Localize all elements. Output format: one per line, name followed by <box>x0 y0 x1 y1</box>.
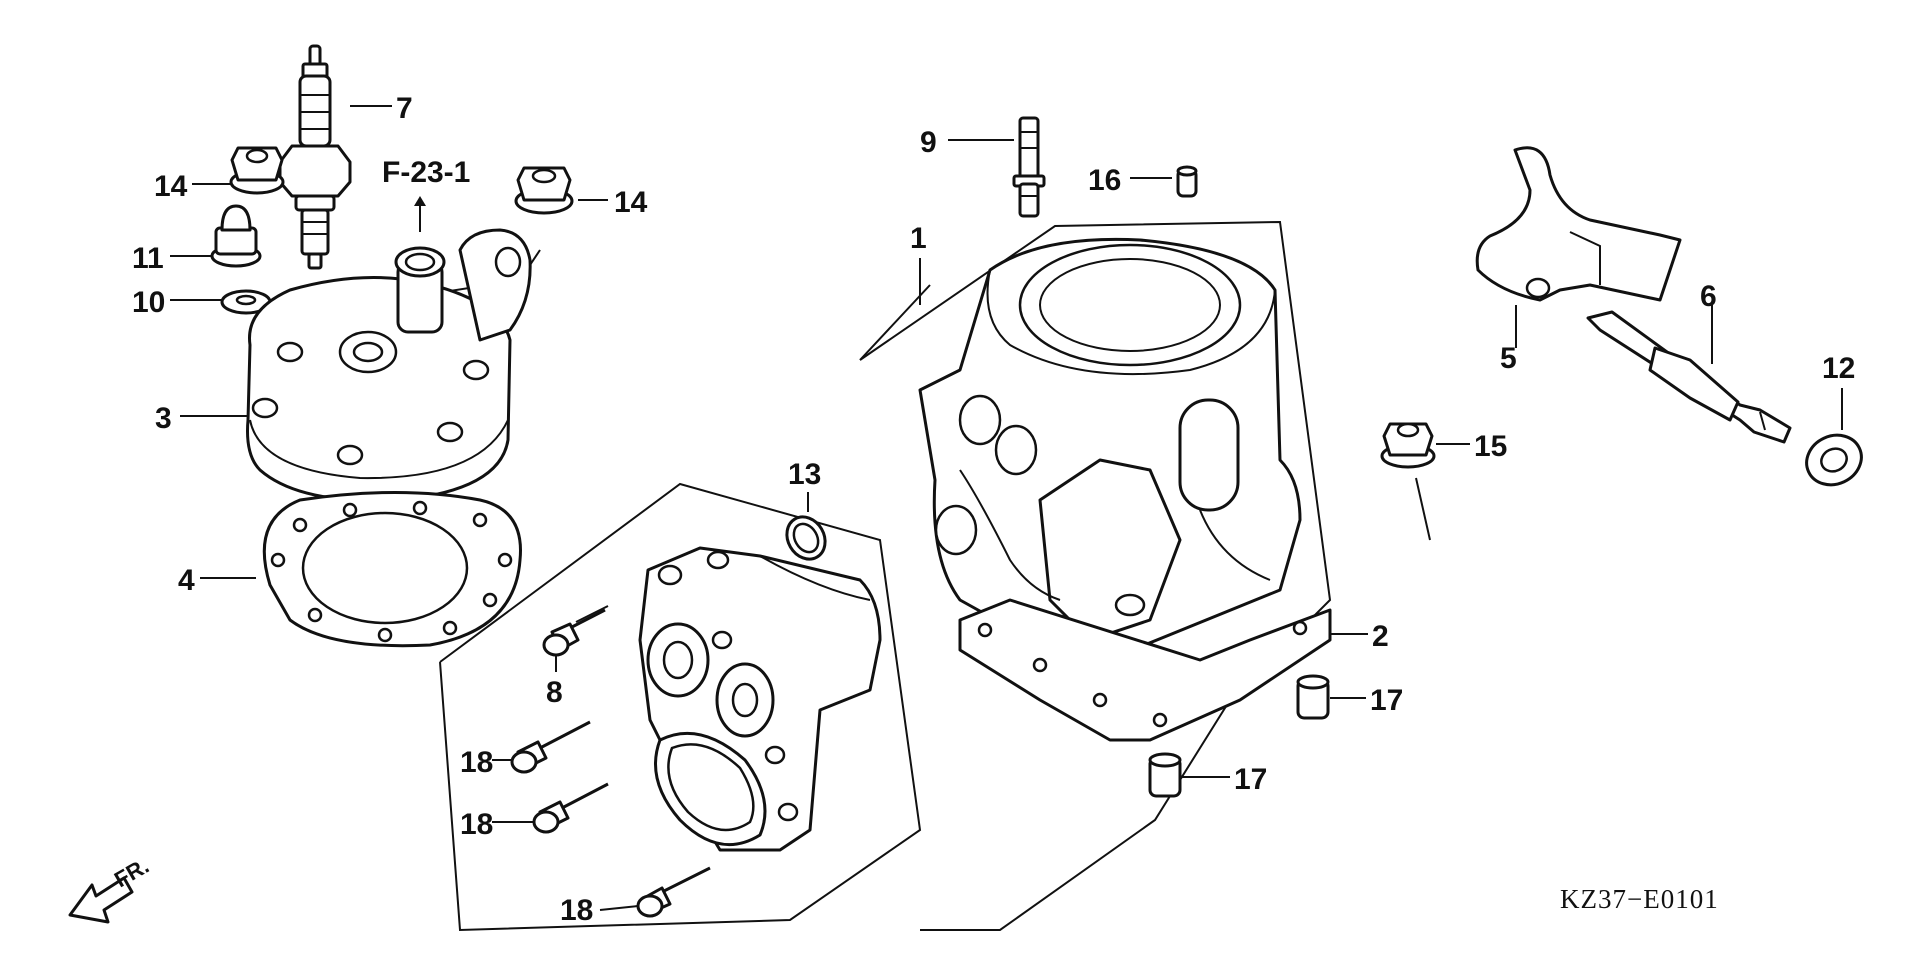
valve-shaft[interactable] <box>1586 310 1792 444</box>
bolt-18-lower[interactable] <box>636 866 711 918</box>
frame-cover-group <box>439 482 922 932</box>
bolt-18-middle[interactable] <box>532 782 609 834</box>
callout-4: 4 <box>178 564 195 597</box>
callout-16: 16 <box>1088 164 1121 197</box>
callout-13: 13 <box>788 458 821 491</box>
callout-1: 1 <box>910 222 927 255</box>
callout-17-lower: 17 <box>1234 763 1267 796</box>
callout-14-right: 14 <box>614 186 648 219</box>
flange-nut-left[interactable] <box>229 146 285 195</box>
callout-14-left: 14 <box>154 170 188 203</box>
dowel-pin-right[interactable] <box>1296 674 1330 720</box>
dowel-pin-small[interactable] <box>1176 165 1198 198</box>
spark-plug[interactable] <box>278 44 352 270</box>
cap-nut[interactable] <box>210 204 262 268</box>
exhaust-valve[interactable] <box>1475 146 1682 302</box>
callout-8: 8 <box>546 676 563 709</box>
callout-12: 12 <box>1822 352 1855 385</box>
front-arrow-icon: FR. <box>68 853 153 924</box>
callout-18-lower: 18 <box>560 894 593 927</box>
callout-9: 9 <box>920 126 937 159</box>
bolt-8[interactable] <box>542 605 609 657</box>
o-ring[interactable] <box>779 510 832 566</box>
head-gasket[interactable] <box>262 491 522 648</box>
flange-nut-cylinder[interactable] <box>1380 422 1436 469</box>
callout-18-upper: 18 <box>460 746 493 779</box>
callout-11: 11 <box>132 242 164 275</box>
callout-2: 2 <box>1372 620 1389 653</box>
dowel-pin-lower[interactable] <box>1148 752 1182 798</box>
callout-6: 6 <box>1700 280 1717 313</box>
callout-5: 5 <box>1500 342 1517 375</box>
reference-label: F-23-1 <box>382 156 470 189</box>
cylinder-head[interactable] <box>246 228 532 503</box>
flange-nut-right[interactable] <box>514 166 574 215</box>
oil-seal[interactable] <box>1798 426 1869 493</box>
base-gasket[interactable] <box>958 598 1332 742</box>
callout-3: 3 <box>155 402 172 435</box>
callout-18-middle: 18 <box>460 808 493 841</box>
callout-17-right: 17 <box>1370 684 1403 717</box>
leader-lines <box>170 105 1843 911</box>
diagram-code: KZ37−E0101 <box>1560 884 1719 914</box>
stud-bolt[interactable] <box>1012 116 1046 218</box>
cylinder-block[interactable] <box>918 237 1302 657</box>
bolt-18-upper[interactable] <box>510 720 591 774</box>
callout-7: 7 <box>396 92 413 125</box>
callout-10: 10 <box>132 286 165 319</box>
frame-cylinder-leader <box>859 284 931 361</box>
reference-arrowhead-icon <box>414 196 426 206</box>
callout-15: 15 <box>1474 430 1507 463</box>
exhaust-valve-cover[interactable] <box>638 546 882 852</box>
